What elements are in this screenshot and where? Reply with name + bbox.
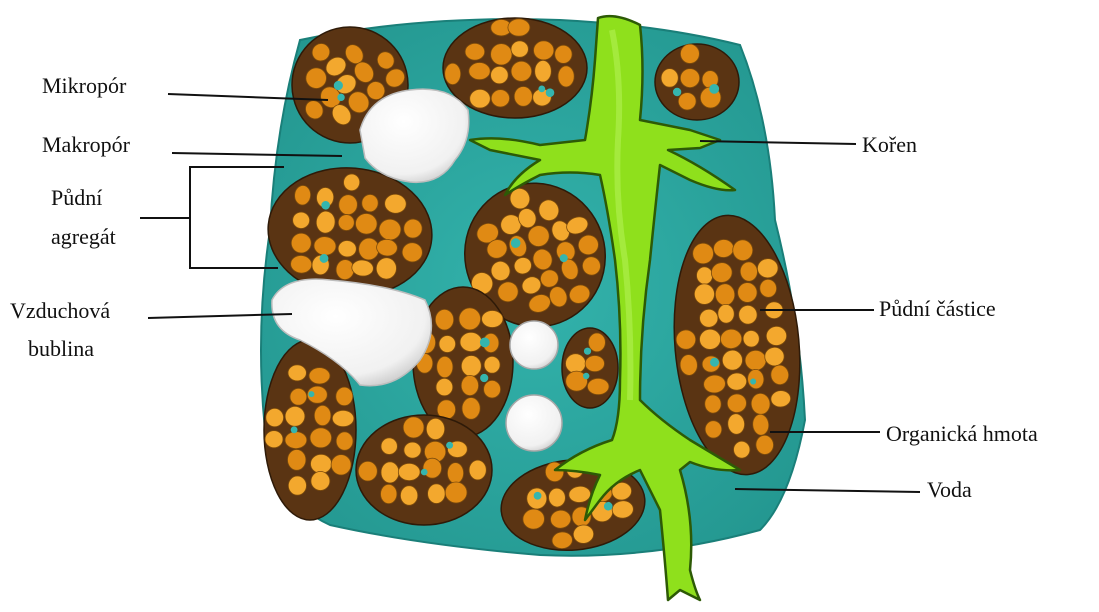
soil-particle: [555, 45, 572, 63]
soil-particle: [332, 410, 354, 426]
micropore-water: [308, 391, 314, 397]
soil-particle: [285, 432, 307, 449]
soil-particle: [336, 432, 353, 450]
soil-particle: [460, 332, 482, 351]
micropore-water: [709, 84, 719, 94]
soil-particle: [428, 484, 446, 504]
label-vzduchova-bublina-1: Vzduchová: [10, 298, 110, 323]
soil-particle: [508, 19, 530, 36]
soil-particle: [585, 356, 604, 372]
soil-particle: [314, 405, 331, 425]
soil-particle: [459, 308, 481, 330]
soil-particle: [680, 44, 699, 63]
label-pudni-agregat-2: agregát: [51, 224, 116, 249]
soil-particle: [484, 380, 501, 398]
soil-particle: [285, 406, 305, 426]
soil-particle: [534, 41, 554, 60]
soil-particle: [511, 41, 528, 57]
soil-particle: [403, 417, 424, 438]
air-bubble-small-2: [506, 395, 562, 451]
label-voda: Voda: [927, 477, 972, 502]
soil-particle: [331, 455, 351, 475]
soil-particle: [511, 61, 532, 81]
soil-particle: [310, 428, 332, 448]
soil-particle: [484, 356, 500, 373]
soil-particle: [426, 418, 444, 439]
soil-particle: [437, 356, 453, 377]
soil-particle: [469, 460, 486, 480]
soil-particle: [680, 69, 699, 88]
soil-particle: [381, 484, 397, 503]
soil-aggregate: [655, 44, 739, 120]
soil-particle: [535, 60, 552, 82]
soil-particle: [661, 69, 678, 88]
label-pudni-agregat-1: Půdní: [51, 185, 102, 210]
soil-particle: [398, 463, 420, 480]
soil-particle: [566, 354, 586, 374]
soil-particle: [461, 356, 481, 377]
soil-particle: [288, 450, 306, 471]
soil-particle: [439, 336, 456, 353]
micropore-water: [446, 442, 453, 449]
soil-particle: [336, 387, 353, 406]
soil-particle: [491, 44, 512, 65]
soil-particle: [288, 476, 306, 495]
soil-particle: [482, 311, 503, 328]
soil-particle: [447, 463, 463, 484]
soil-particle: [558, 66, 574, 87]
soil-particle: [381, 462, 399, 483]
air-bubble-small-1: [510, 321, 558, 369]
label-pudni-castice: Půdní částice: [879, 296, 996, 321]
micropore-water: [480, 338, 490, 348]
bracket-pudni-agregat: [140, 167, 284, 268]
soil-particle: [309, 368, 330, 384]
soil-particle: [469, 63, 490, 80]
soil-particle: [266, 408, 284, 426]
micropore-water: [538, 86, 545, 93]
label-organicka-hmota: Organická hmota: [886, 421, 1038, 446]
soil-particle: [514, 87, 532, 107]
soil-particle: [445, 482, 467, 503]
soil-particle: [358, 461, 377, 481]
soil-particle: [491, 90, 509, 107]
soil-particle: [288, 365, 306, 381]
soil-particle: [435, 309, 453, 330]
soil-particle: [491, 66, 509, 83]
soil-particle: [465, 43, 485, 60]
soil-particle: [462, 398, 480, 420]
soil-particle: [436, 378, 453, 395]
micropore-water: [291, 426, 298, 433]
soil-particle: [404, 442, 421, 458]
soil-particle: [265, 431, 283, 448]
soil-particle: [290, 388, 307, 405]
micropore-water: [480, 374, 488, 382]
micropore-water: [421, 469, 428, 476]
soil-particle: [311, 454, 332, 473]
soil-particle: [588, 333, 605, 352]
soil-particle: [423, 458, 442, 478]
micropore-water: [673, 88, 681, 96]
soil-particle: [587, 378, 609, 394]
label-vzduchova-bublina-2: bublina: [28, 336, 94, 361]
soil-particle: [445, 63, 461, 84]
soil-particle: [461, 375, 478, 395]
soil-particle: [678, 93, 696, 110]
soil-aggregate: [443, 18, 587, 118]
label-makropor: Makropór: [42, 132, 131, 157]
micropore-water: [546, 88, 555, 97]
soil-particle: [470, 89, 491, 108]
micropore-water: [584, 348, 591, 355]
soil-aggregate: [356, 415, 492, 525]
label-mikropor: Mikropór: [42, 73, 127, 98]
micropore-water: [583, 373, 589, 379]
soil-aggregate: [562, 328, 618, 408]
soil-particle: [400, 486, 417, 506]
label-koren: Kořen: [862, 132, 917, 157]
soil-particle: [311, 472, 330, 491]
soil-particle: [381, 438, 397, 455]
